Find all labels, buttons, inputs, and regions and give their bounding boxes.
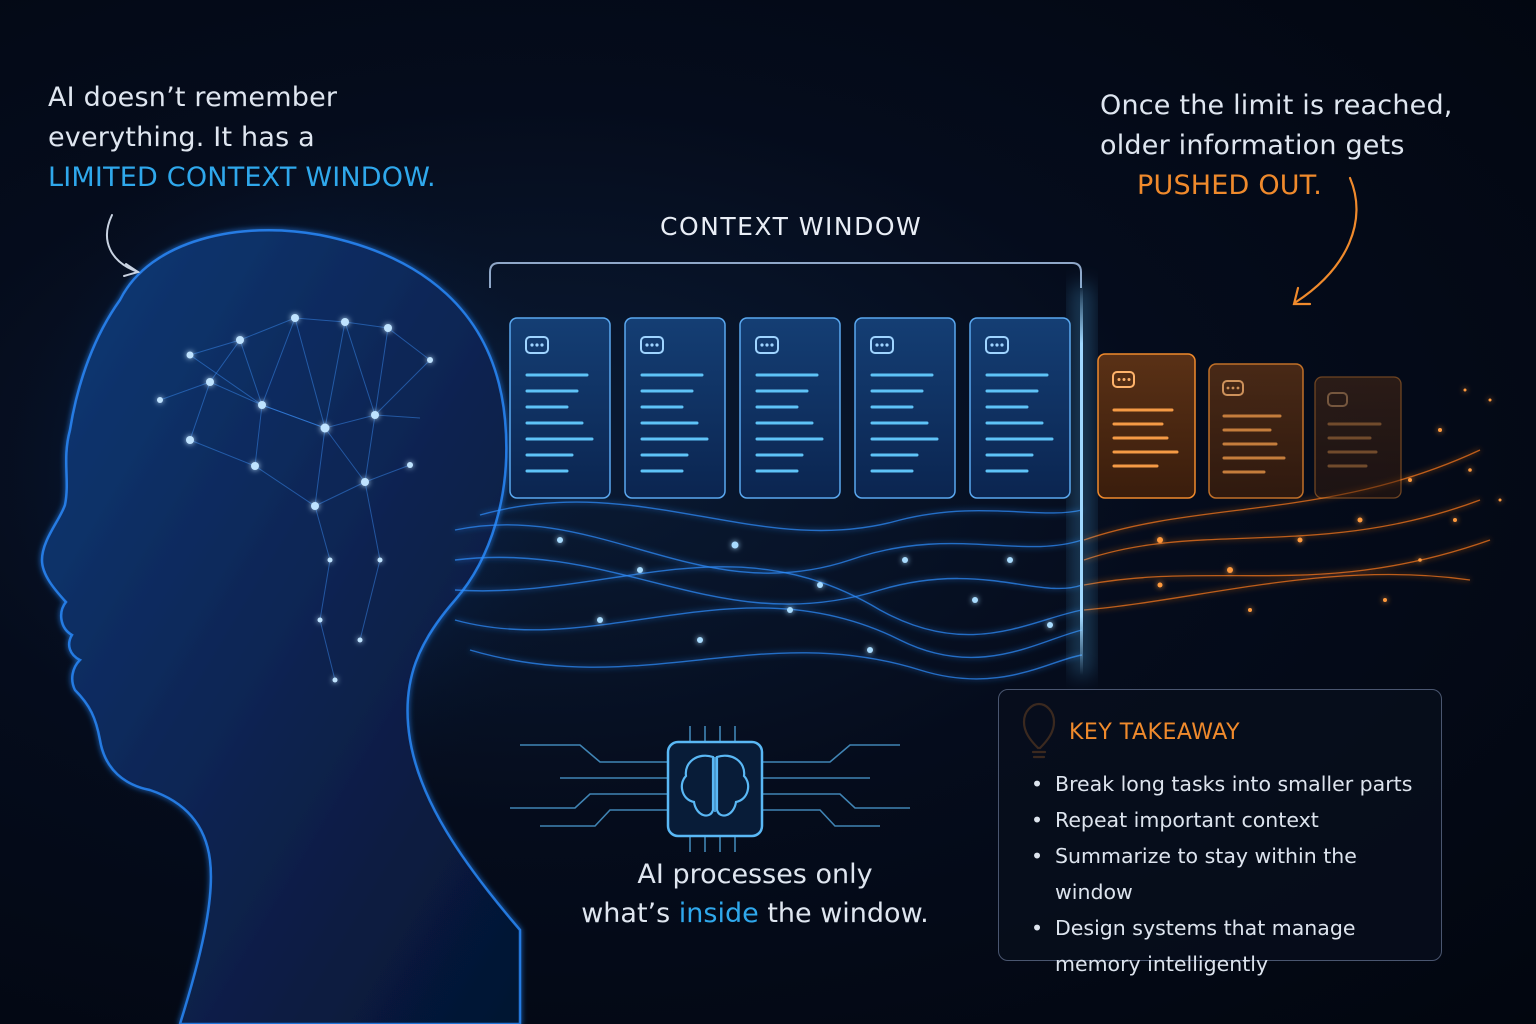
brain-network: [159, 317, 431, 681]
curved-arrow-icon: [1294, 176, 1358, 304]
left-annotation: AI doesn’t remember everything. It has a…: [48, 78, 436, 198]
blue-data-streams: [454, 501, 1083, 680]
takeaway-item: Design systems that manage memory intell…: [1029, 910, 1439, 982]
chat-bubble-icon: [870, 336, 894, 354]
context-window-label: CONTEXT WINDOW: [660, 212, 923, 241]
key-takeaway-panel: KEY TAKEAWAY Break long tasks into small…: [998, 689, 1442, 976]
chat-bubble-icon: [1112, 371, 1135, 388]
message-card-pushed-out: [1314, 376, 1402, 499]
head-silhouette: [40, 229, 522, 1024]
orange-particles: [1157, 388, 1502, 612]
takeaway-title: KEY TAKEAWAY: [1069, 720, 1241, 745]
process-note-line2: what’s inside the window.: [540, 894, 970, 933]
chat-bubble-icon: [985, 336, 1009, 354]
process-note-line1: AI processes only: [637, 859, 873, 890]
brain-nodes: [157, 314, 433, 683]
blue-stream-dots: [557, 537, 1053, 653]
context-window-bracket: [489, 262, 1082, 288]
message-card: [739, 317, 841, 499]
curved-arrow-icon: [106, 214, 139, 273]
orange-data-streams: [1083, 449, 1491, 611]
right-note-line2: older information gets: [1100, 130, 1405, 161]
left-note-line2: everything. It has a: [48, 122, 315, 153]
takeaway-item: Repeat important context: [1029, 802, 1439, 838]
chat-bubble-icon: [640, 336, 664, 354]
chat-bubble-icon: [525, 336, 549, 354]
left-note-line1: AI doesn’t remember: [48, 82, 338, 113]
process-note-highlight: inside: [678, 898, 759, 929]
blue-message-cards: [509, 317, 1071, 499]
window-boundary: [1080, 285, 1083, 675]
message-card: [969, 317, 1071, 499]
message-card: [509, 317, 611, 499]
message-card: [854, 317, 956, 499]
process-note-before: what’s: [581, 898, 671, 929]
left-note-highlight: LIMITED CONTEXT WINDOW.: [48, 162, 436, 193]
takeaway-list: Break long tasks into smaller parts Repe…: [1029, 766, 1439, 982]
takeaway-item: Summarize to stay within the window: [1029, 838, 1439, 910]
chat-bubble-icon: [1327, 392, 1348, 407]
message-card: [624, 317, 726, 499]
right-annotation: Once the limit is reached, older informa…: [1100, 86, 1453, 206]
pushed-out-cards: [1097, 353, 1402, 499]
process-note: AI processes only what’s inside the wind…: [540, 855, 970, 933]
right-note-highlight: PUSHED OUT.: [1137, 170, 1323, 201]
chat-bubble-icon: [1222, 380, 1244, 396]
process-note-after: the window.: [767, 898, 929, 929]
message-card-pushed-out: [1208, 363, 1304, 499]
brain-chip-icon: [510, 726, 910, 852]
message-card-pushed-out: [1097, 353, 1196, 499]
right-note-line1: Once the limit is reached,: [1100, 90, 1453, 121]
takeaway-item: Break long tasks into smaller parts: [1029, 766, 1439, 802]
chat-bubble-icon: [755, 336, 779, 354]
